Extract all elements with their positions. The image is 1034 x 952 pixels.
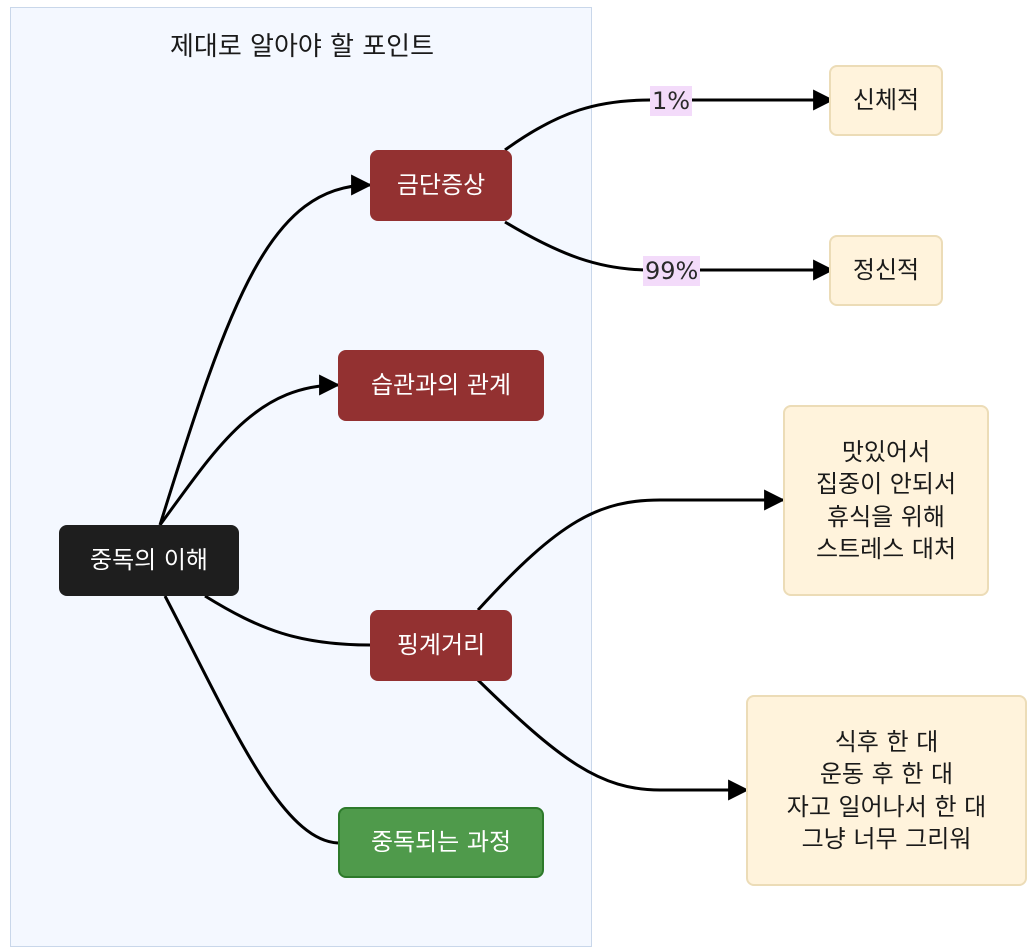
trigger-line: 식후 한 대 — [834, 727, 939, 756]
node-habit[interactable]: 습관과의 관계 — [338, 350, 544, 421]
reason-line: 맛있어서 — [841, 437, 931, 466]
node-triggers[interactable]: 식후 한 대 운동 후 한 대 자고 일어나서 한 대 그냥 너무 그리워 — [746, 695, 1027, 886]
edge-root-habit — [158, 374, 341, 526]
node-withdrawal[interactable]: 금단증상 — [370, 150, 512, 221]
edge-root-excuse — [204, 594, 371, 647]
reason-line: 집중이 안되서 — [815, 470, 957, 499]
node-excuse[interactable]: 핑계거리 — [370, 610, 512, 681]
edge-label-physical: 1% — [650, 86, 693, 116]
trigger-line: 운동 후 한 대 — [819, 760, 954, 789]
node-excuse-label: 핑계거리 — [396, 631, 486, 660]
node-physical-label: 신체적 — [852, 86, 920, 115]
trigger-line: 그냥 너무 그리워 — [801, 824, 972, 853]
node-withdrawal-label: 금단증상 — [396, 171, 486, 200]
edge-label-mental: 99% — [643, 256, 701, 286]
edge-root-process — [163, 595, 339, 845]
node-process[interactable]: 중독되는 과정 — [338, 807, 544, 878]
node-root-label: 중독의 이해 — [89, 546, 209, 575]
reason-line: 스트레스 대처 — [815, 534, 957, 563]
node-habit-label: 습관과의 관계 — [370, 371, 512, 400]
trigger-line: 자고 일어나서 한 대 — [786, 792, 987, 821]
cluster-title: 제대로 알아야 할 포인트 — [170, 32, 434, 62]
edge-withdrawal-mental — [504, 220, 835, 281]
edge-excuse-reasons — [476, 489, 786, 612]
node-reasons[interactable]: 맛있어서 집중이 안되서 휴식을 위해 스트레스 대처 — [783, 405, 989, 596]
edge-root-withdrawal — [158, 174, 373, 526]
node-root[interactable]: 중독의 이해 — [59, 525, 239, 596]
node-process-label: 중독되는 과정 — [370, 828, 512, 857]
edge-withdrawal-physical — [504, 89, 835, 152]
node-mental[interactable]: 정신적 — [829, 235, 943, 306]
node-mental-label: 정신적 — [852, 256, 920, 285]
node-physical[interactable]: 신체적 — [829, 65, 943, 136]
edge-excuse-triggers — [476, 678, 750, 801]
reason-line: 휴식을 위해 — [826, 502, 946, 531]
